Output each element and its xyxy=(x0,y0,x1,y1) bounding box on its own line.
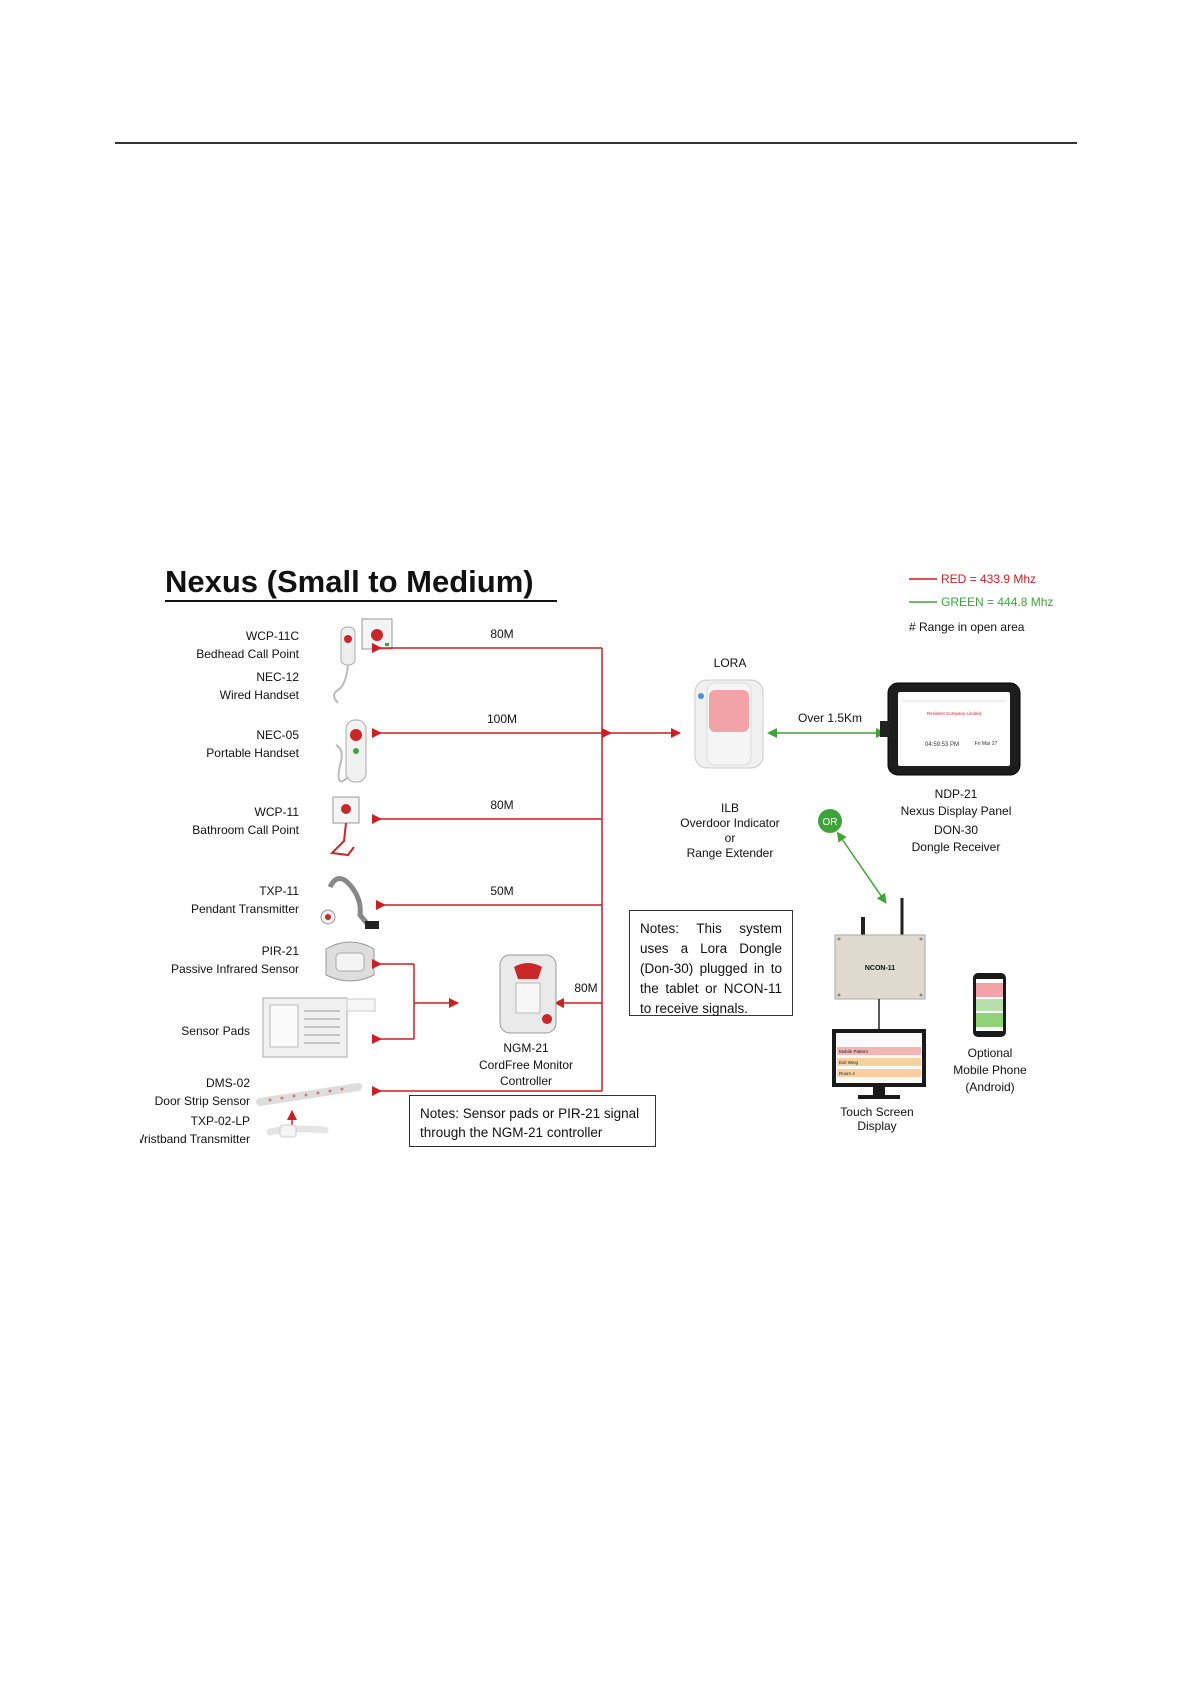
ndp21-tablet-image xyxy=(880,682,1021,776)
or-badge xyxy=(818,809,842,833)
ngm21-caption-line3: Controller xyxy=(500,1074,552,1088)
distance-label-txp11: 50M xyxy=(490,884,513,898)
page-top-rule xyxy=(115,142,1077,144)
label-dms02-model: DMS-02 xyxy=(206,1076,250,1090)
mobile-caption-line3: (Android) xyxy=(965,1080,1014,1094)
tablet-screen-date: Fri Mar 27 xyxy=(975,741,998,747)
mobile-caption: Optional Mobile Phone (Android) xyxy=(953,1046,1027,1094)
ndp21-caption: NDP-21 Nexus Display Panel DON-30 Dongle… xyxy=(901,787,1012,854)
label-nec05-model: NEC-05 xyxy=(256,728,299,742)
ndp21-caption-line4: Dongle Receiver xyxy=(912,840,1001,854)
diagram-title: Nexus (Small to Medium) xyxy=(165,564,534,599)
ncon11-unit-image xyxy=(834,898,926,1029)
mobile-caption-line2: Mobile Phone xyxy=(953,1063,1027,1077)
ndp21-caption-line3: DON-30 xyxy=(934,823,978,837)
mobile-caption-line1: Optional xyxy=(968,1046,1013,1060)
lora-caption-line2: Overdoor Indicator xyxy=(680,816,779,830)
lora-caption-line3: or xyxy=(725,831,736,845)
touch-screen-row-3: Room 4 xyxy=(839,1071,855,1076)
nec05-device-image xyxy=(335,719,367,783)
tablet-screen-time: 04:59:53 PM xyxy=(925,742,959,748)
mobile-phone-image xyxy=(973,973,1006,1037)
pir21-device-image xyxy=(325,941,375,982)
touch-screen-caption-line1: Touch Screen xyxy=(840,1105,913,1119)
lora-caption: ILB Overdoor Indicator or Range Extender xyxy=(680,801,779,860)
tablet-screen-title: Resident Company Limited xyxy=(927,711,982,716)
lora-caption-line1: ILB xyxy=(721,801,739,815)
red-signal-lines xyxy=(376,647,681,1092)
green-link-or-to-ncon xyxy=(836,831,887,904)
green-link-start-arrow xyxy=(767,728,777,738)
label-wcp11-desc: Bathroom Call Point xyxy=(192,823,299,837)
distance-label-wcp11: 80M xyxy=(490,798,513,812)
door-strip-image xyxy=(256,1083,362,1127)
system-notes-box: Notes: This system uses a Lora Dongle (D… xyxy=(629,910,793,1016)
device-labels: WCP-11C Bedhead Call Point NEC-12 Wired … xyxy=(140,629,300,1146)
label-txp02lp-model: TXP-02-LP xyxy=(191,1114,250,1128)
touch-screen-row-1: Mobile Pattern xyxy=(839,1049,869,1054)
legend-green-label: GREEN = 444.8 Mhz xyxy=(941,595,1053,609)
ngm21-caption-line2: CordFree Monitor xyxy=(479,1058,573,1072)
label-wcp11-model: WCP-11 xyxy=(255,805,300,819)
distance-label-nec05: 100M xyxy=(487,712,517,726)
lora-caption-line4: Range Extender xyxy=(687,846,774,860)
distance-label-wcp11c: 80M xyxy=(490,627,513,641)
label-nec05-desc: Portable Handset xyxy=(206,746,299,760)
label-dms02-desc: Door Strip Sensor xyxy=(155,1094,250,1108)
ngm21-controller-image xyxy=(499,954,557,1034)
sensor-pad-image xyxy=(262,997,376,1058)
ncon11-label: NCON-11 xyxy=(865,965,895,972)
label-txp11-model: TXP-11 xyxy=(259,884,299,898)
touch-screen-caption: Touch Screen Display xyxy=(840,1105,913,1133)
label-pir21-model: PIR-21 xyxy=(262,944,300,958)
red-source-arrowheads xyxy=(372,643,612,1096)
wcp11c-device-image xyxy=(333,626,356,704)
label-nec12-model: NEC-12 xyxy=(256,670,299,684)
or-badge-label: OR xyxy=(823,817,838,828)
label-pir21-desc: Passive Infrared Sensor xyxy=(171,962,299,976)
touch-screen-caption-line2: Display xyxy=(857,1119,896,1133)
touch-screen-display-image xyxy=(832,1029,926,1099)
ndp21-caption-line1: NDP-21 xyxy=(935,787,978,801)
distance-label-ngm21: 80M xyxy=(574,981,597,995)
nexus-system-diagram: Nexus (Small to Medium) RED = 433.9 Mhz … xyxy=(140,555,1060,1155)
ndp21-caption-line2: Nexus Display Panel xyxy=(901,804,1012,818)
ngm21-caption-line1: NGM-21 xyxy=(503,1041,549,1055)
label-wcp11c-model: WCP-11C xyxy=(246,629,299,643)
lora-ilb-device-image xyxy=(694,679,764,769)
label-sensor-pads: Sensor Pads xyxy=(181,1024,250,1038)
label-wcp11c-desc: Bedhead Call Point xyxy=(196,647,299,661)
diagram-canvas: Nexus (Small to Medium) RED = 433.9 Mhz … xyxy=(140,564,1053,1146)
wristband-image xyxy=(266,1124,329,1138)
label-txp02lp-desc: Wristband Transmitter xyxy=(140,1132,250,1146)
legend-red-label: RED = 433.9 Mhz xyxy=(941,572,1036,586)
lora-label: LORA xyxy=(714,656,747,670)
touch-screen-row-2: Exit Wing xyxy=(839,1060,859,1065)
txp11-device-image xyxy=(320,876,379,929)
sensor-notes-box: Notes: Sensor pads or PIR-21 signal thro… xyxy=(409,1095,656,1147)
label-txp11-desc: Pendant Transmitter xyxy=(191,902,299,916)
ngm21-caption: NGM-21 CordFree Monitor Controller xyxy=(479,1041,573,1088)
distance-label-lora-to-panel: Over 1.5Km xyxy=(798,711,862,725)
wcp11-device-image xyxy=(329,796,360,857)
label-nec12-desc: Wired Handset xyxy=(220,688,300,702)
legend-range-note: # Range in open area xyxy=(909,620,1025,634)
bedhead-call-point-image xyxy=(361,618,393,650)
